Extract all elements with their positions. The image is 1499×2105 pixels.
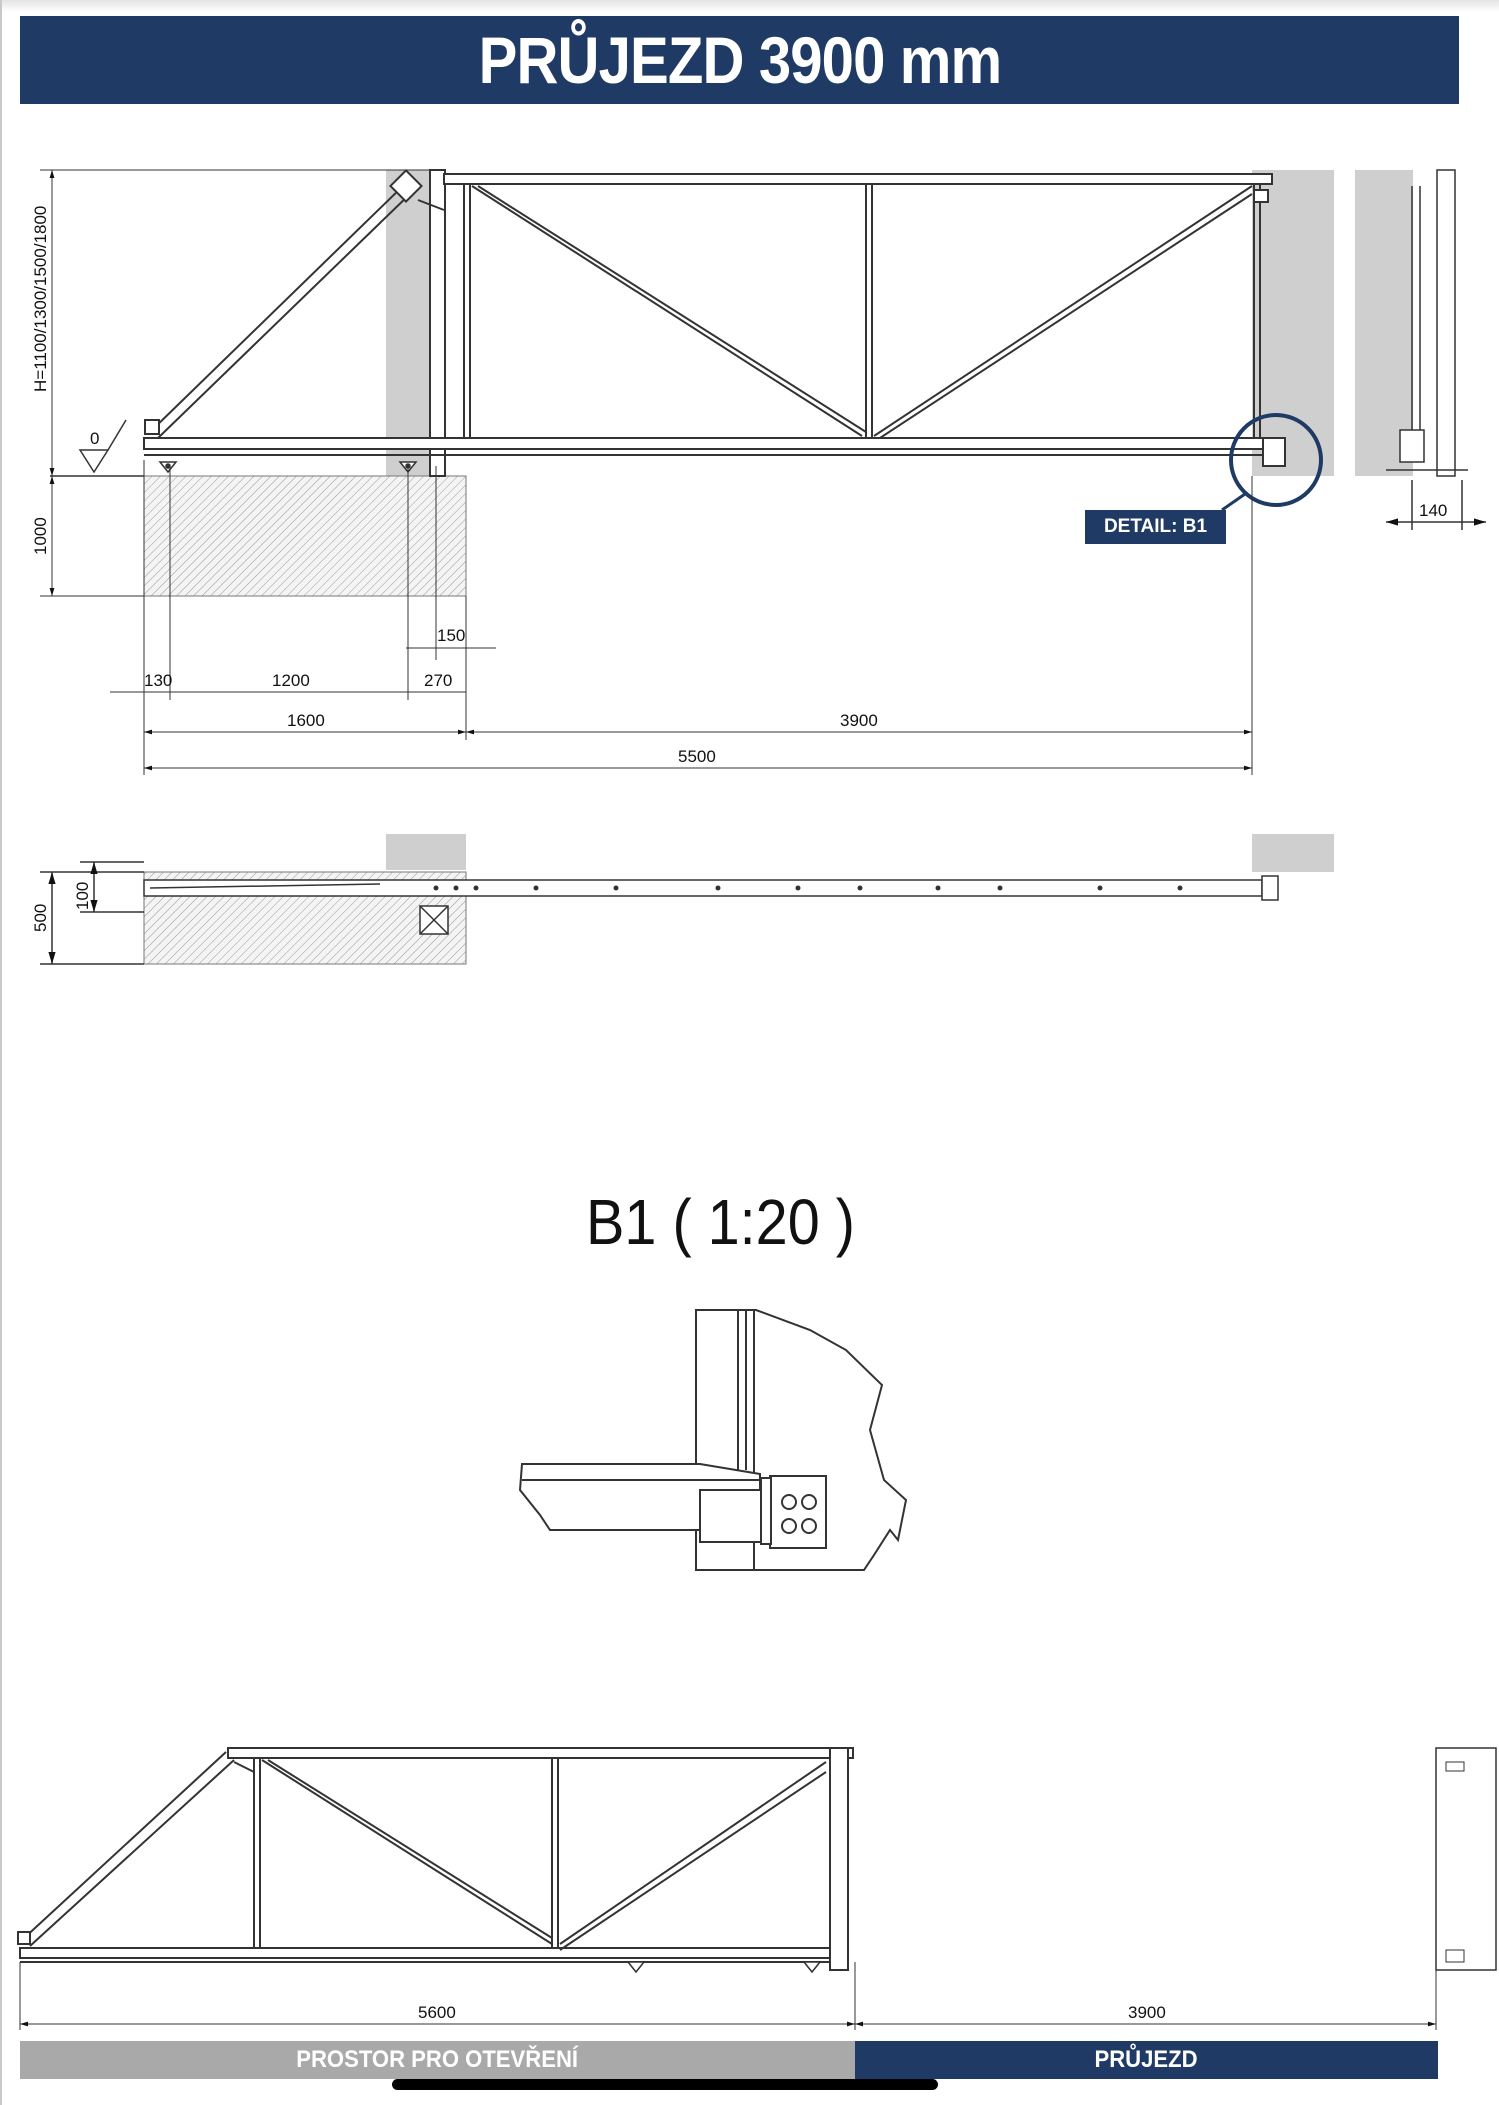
home-indicator[interactable] (392, 2079, 938, 2090)
passage-bar: PRŮJEZD (855, 2041, 1438, 2079)
top-shadow (0, 0, 1499, 12)
dim-1200: 1200 (272, 671, 310, 690)
plan-dim-500: 500 (31, 904, 50, 932)
rollers (158, 461, 418, 474)
plan-dim-100: 100 (73, 882, 92, 910)
foundation (143, 475, 467, 597)
detail-title: B1 ( 1:20 ) (586, 1186, 855, 1258)
dim-150: 150 (437, 626, 465, 645)
ground-symbol (50, 419, 144, 477)
open-dim-5600: 5600 (418, 2003, 456, 2022)
depth-label: 1000 (31, 517, 50, 555)
side-dim-140: 140 (1419, 501, 1447, 520)
dim-3900: 3900 (840, 711, 878, 730)
passage-label: PRŮJEZD (1094, 2046, 1199, 2073)
dim-130: 130 (144, 671, 172, 690)
opening-space-bar: PROSTOR PRO OTEVŘENÍ (20, 2041, 855, 2079)
plan-view: 500 100 (31, 834, 1334, 965)
open-view-dims (19, 1962, 1437, 2030)
dim-1600: 1600 (287, 711, 325, 730)
detail-callout-label: DETAIL: B1 (1103, 516, 1208, 537)
open-view (17, 1747, 1497, 1974)
open-dim-3900: 3900 (1128, 2003, 1166, 2022)
detail-circle (1229, 413, 1323, 507)
ground-label: 0 (90, 429, 99, 448)
plan-left-wall (386, 834, 466, 870)
gate-frame (143, 169, 1286, 477)
detail-b1-drawing (518, 1309, 908, 1571)
opening-space-label: PROSTOR PRO OTEVŘENÍ (296, 2046, 579, 2073)
dim-270: 270 (424, 671, 452, 690)
title-banner: PRŮJEZD 3900 mm (20, 16, 1459, 104)
height-label: H=1100/1300/1500/1800 (31, 206, 50, 392)
right-wall (1252, 170, 1334, 476)
page-title: PRŮJEZD 3900 mm (478, 23, 1002, 97)
plan-bolts (433, 885, 1183, 891)
detail-callout-tag: DETAIL: B1 (1085, 510, 1226, 544)
elevation-view: 0 H=1100/1300/1500/1800 1000 150 (31, 169, 1486, 775)
page-edge (0, 0, 2, 2105)
plan-right-wall (1252, 834, 1334, 872)
dim-5500: 5500 (678, 747, 716, 766)
side-view (1355, 169, 1486, 530)
